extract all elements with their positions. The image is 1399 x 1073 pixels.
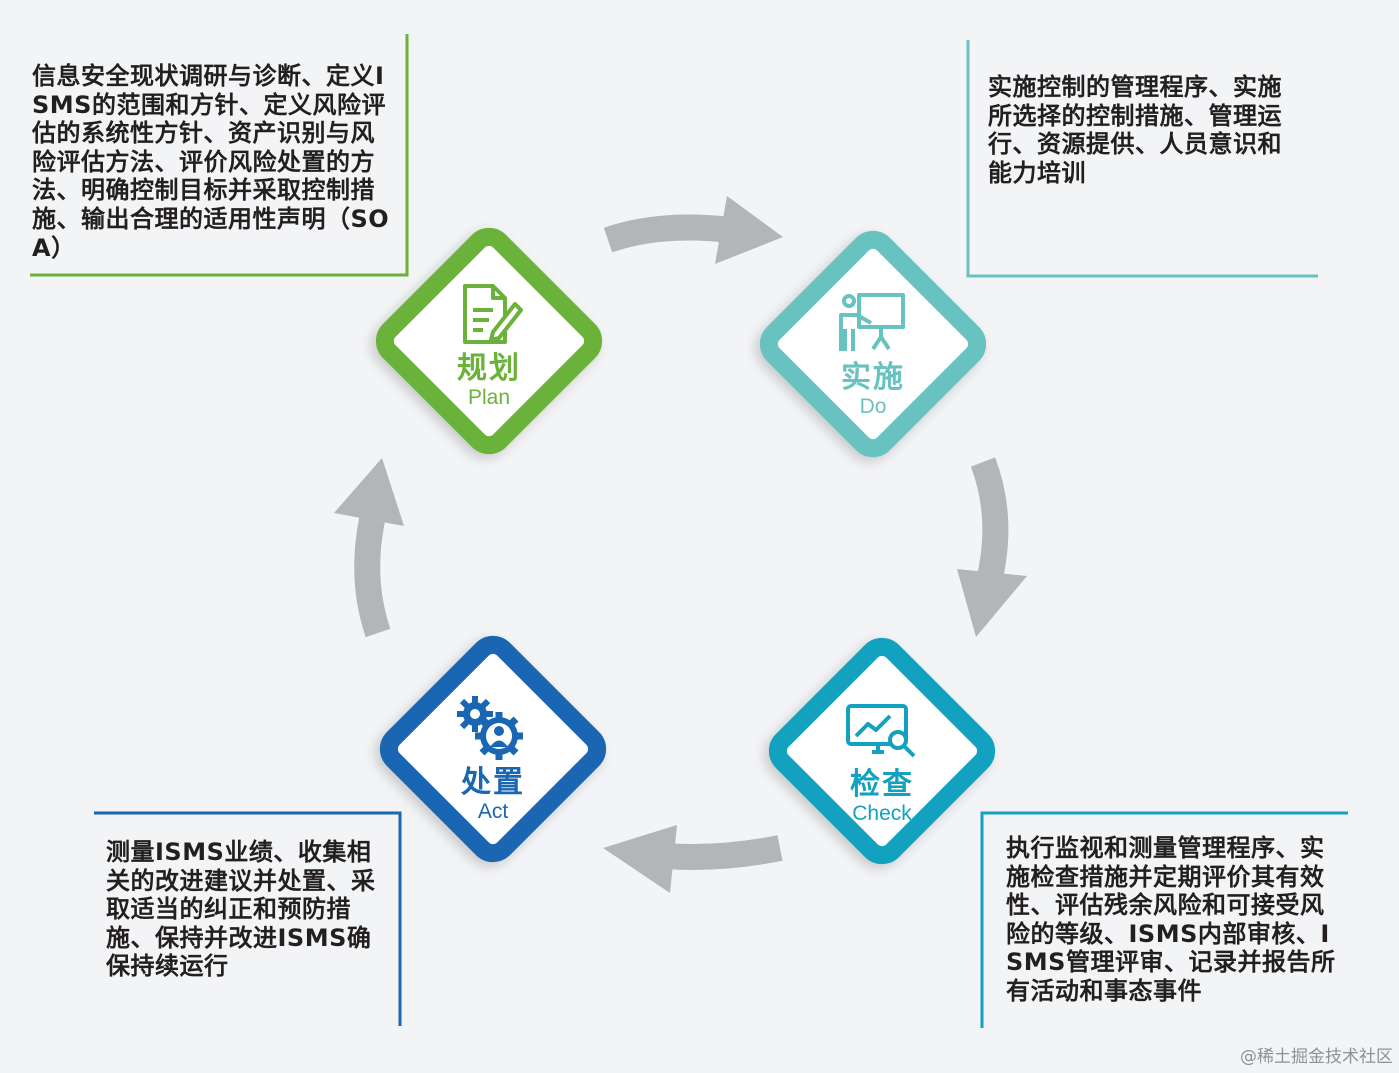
arrowhead-act-to-plan [334, 458, 404, 526]
check-callout-frame [980, 811, 1348, 1028]
monitor-chart-magnifier-icon [846, 704, 916, 758]
act-callout-frame [94, 811, 402, 1026]
do-description: 实施控制的管理程序、实施所选择的控制措施、管理运行、资源提供、人员意识和能力培训 [988, 73, 1282, 187]
plan-label-en: Plan [467, 386, 511, 409]
arrowhead-check-to-act [603, 825, 677, 893]
plan-description: 信息安全现状调研与诊断、定义ISMS的范围和方针、定义风险评估的系统性方针、资产… [32, 62, 390, 262]
do-label-cn: 实施 [841, 360, 905, 395]
plan-node: 规划 Plan [364, 216, 614, 466]
check-node: 检查 Check [757, 626, 1007, 876]
document-edit-icon [463, 284, 523, 344]
arrow-do-to-check [970, 457, 1009, 589]
arrowhead-do-to-check [957, 569, 1027, 637]
act-label-cn: 处置 [461, 765, 525, 800]
plan-label-cn: 规划 [457, 351, 521, 386]
plan-callout-frame [30, 34, 409, 277]
check-label-en: Check [852, 802, 912, 825]
check-label-cn: 检查 [850, 767, 914, 802]
act-node: 处置 Act [368, 624, 618, 874]
arrow-plan-to-do [603, 214, 732, 253]
presenter-board-icon [839, 293, 905, 351]
act-description: 测量ISMS业绩、收集相关的改进建议并处置、采取适当的纠正和预防措施、保持并改进… [106, 838, 376, 981]
arrowhead-plan-to-do [715, 196, 783, 264]
arrow-act-to-plan [354, 517, 391, 638]
act-label-en: Act [477, 800, 509, 823]
gear-person-icon [457, 696, 523, 760]
do-callout-frame [966, 40, 1318, 278]
do-label-en: Do [859, 395, 887, 418]
do-node: 实施 Do [748, 219, 998, 469]
check-description: 执行监视和测量管理程序、实施检查措施并定期评价其有效性、评估残余风险和可接受风险… [1006, 834, 1336, 1005]
arrow-check-to-act [664, 835, 783, 870]
watermark: @稀土掘金技术社区 [1240, 1047, 1393, 1067]
